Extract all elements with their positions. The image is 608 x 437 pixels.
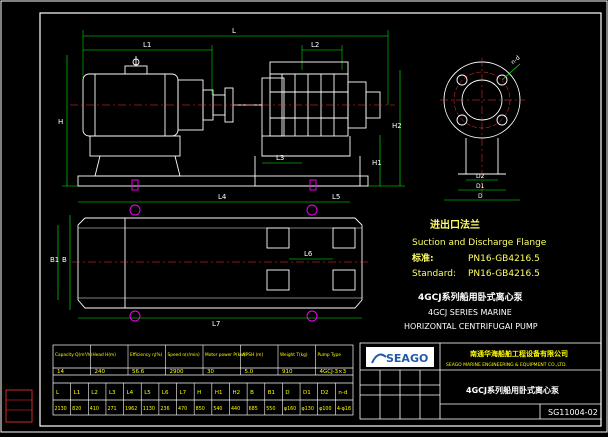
dim-value-cell: 410 bbox=[90, 406, 99, 412]
dim-label-B1: B1 bbox=[50, 256, 59, 264]
flange-note-std-cn-label: 标准: bbox=[411, 252, 434, 264]
dim-value-cell: 550 bbox=[266, 406, 275, 412]
dim-header-cell: L bbox=[56, 390, 60, 396]
dim-value-cell: 685 bbox=[249, 406, 258, 412]
dim-label-L2: L2 bbox=[311, 41, 319, 49]
dim-header-cell: D1 bbox=[303, 390, 311, 396]
dim-header-cell: D bbox=[285, 390, 289, 396]
dim-label-D2: D2 bbox=[476, 173, 485, 180]
dim-header-cell: n-d bbox=[338, 390, 347, 396]
spec-value-cell: 56.6 bbox=[132, 369, 145, 375]
spec-value-cell: 240 bbox=[95, 369, 106, 375]
dim-label-H: H bbox=[58, 118, 63, 126]
dim-label-H2: H2 bbox=[392, 122, 402, 130]
spec-header-cell: Head H(m) bbox=[93, 352, 117, 358]
dim-value-cell: 2130 bbox=[55, 406, 67, 412]
flange-note-title-cn: 进出口法兰 bbox=[430, 218, 480, 231]
dim-header-cell: D2 bbox=[321, 390, 329, 396]
pump-title-en2: HORIZONTAL CENTRIFUGAI PUMP bbox=[404, 322, 538, 331]
flange-note-std-en-label: Standard: bbox=[412, 269, 456, 279]
spec-header-cell: Weight T(kg) bbox=[280, 352, 308, 358]
flange-note-std-cn-value: PN16-GB4216.5 bbox=[468, 254, 540, 264]
dim-header-cell: H bbox=[197, 390, 201, 396]
dim-header-cell: H2 bbox=[232, 390, 240, 396]
dim-label-L: L bbox=[232, 27, 236, 35]
dim-label-L4: L4 bbox=[218, 193, 227, 201]
inner-frame bbox=[39, 12, 602, 427]
spec-header-cell: Speed n(r/min) bbox=[168, 352, 201, 358]
flange-view bbox=[440, 58, 525, 201]
flange-note-title-en: Suction and Discharge Flange bbox=[412, 238, 547, 248]
dim-value-cell: φ130 bbox=[302, 406, 314, 412]
dim-label-L7: L7 bbox=[212, 320, 220, 328]
dim-value-cell: 470 bbox=[178, 406, 187, 412]
dim-value-cell: 820 bbox=[72, 406, 81, 412]
dim-value-cell: φ160 bbox=[284, 406, 296, 412]
dim-value-cell: 540 bbox=[213, 406, 222, 412]
dim-value-cell: 440 bbox=[231, 406, 240, 412]
company-name-en: SEAGO MARINE ENGINEERING & EQUIPMENT CO.… bbox=[446, 362, 567, 368]
dim-header-cell: L3 bbox=[109, 390, 116, 396]
dim-header-cell: L2 bbox=[91, 390, 98, 396]
drawing-title: 4GCJ系列船用卧式离心泵 bbox=[466, 385, 559, 395]
dim-label-D1: D1 bbox=[476, 183, 485, 190]
dim-label-H1: H1 bbox=[372, 159, 382, 167]
dim-value-cell: 1962 bbox=[125, 406, 137, 412]
company-logo: SEAGO bbox=[366, 347, 434, 367]
dim-header-cell: L4 bbox=[127, 390, 134, 396]
plan-view bbox=[57, 201, 368, 322]
spec-header-cell: Pump Type bbox=[318, 352, 342, 358]
spec-header-cell: Motor power P(kw) bbox=[205, 352, 246, 358]
flange-note-std-en-value: PN16-GB4216.5 bbox=[468, 269, 540, 279]
dim-label-L5: L5 bbox=[332, 193, 340, 201]
dim-label-nd: n-d bbox=[510, 54, 522, 66]
pump-title-en1: 4GCJ SERIES MARINE bbox=[428, 308, 512, 317]
dim-value-cell: 1130 bbox=[143, 406, 155, 412]
spec-header-cell: Efficiency η(%) bbox=[130, 352, 163, 358]
dim-value-cell: φ100 bbox=[319, 406, 331, 412]
spec-header-cell: Capacity Q(m³/h) bbox=[55, 352, 92, 358]
dim-value-cell: 4-φ18 bbox=[337, 406, 351, 412]
dim-label-L1: L1 bbox=[143, 41, 151, 49]
dim-header-cell: L7 bbox=[180, 390, 187, 396]
spec-value-cell: 30 bbox=[207, 369, 214, 375]
title-block bbox=[359, 342, 602, 420]
dim-header-cell: B bbox=[250, 390, 254, 396]
spec-value-cell: 910 bbox=[282, 369, 293, 375]
company-name-cn: 南通华海船舶工程设备有限公司 bbox=[470, 349, 568, 358]
dim-value-cell: 850 bbox=[196, 406, 205, 412]
dim-header-cell: L5 bbox=[144, 390, 151, 396]
dim-label-L3: L3 bbox=[276, 154, 284, 162]
spec-header-cell: NPSH (m) bbox=[243, 352, 264, 358]
margin-stamp bbox=[5, 389, 33, 423]
drawing-number: SG11004-02 bbox=[548, 408, 598, 417]
spec-value-cell: 4GCJ-3×3 bbox=[320, 369, 347, 375]
dim-label-L6: L6 bbox=[304, 250, 313, 258]
dim-label-D: D bbox=[478, 193, 483, 200]
dim-header-cell: B1 bbox=[268, 390, 275, 396]
logo-text: SEAGO bbox=[386, 352, 428, 365]
side-view bbox=[62, 30, 405, 191]
dim-value-cell: 271 bbox=[107, 406, 116, 412]
dim-value-cell: 236 bbox=[160, 406, 169, 412]
pump-title-cn: 4GCJ系列船用卧式离心泵 bbox=[418, 291, 524, 303]
dim-label-B: B bbox=[62, 256, 67, 264]
dim-header-cell: L6 bbox=[162, 390, 169, 396]
dim-header-cell: H1 bbox=[215, 390, 223, 396]
spec-value-cell: 2900 bbox=[170, 369, 184, 375]
spec-value-cell: 5.0 bbox=[245, 369, 254, 375]
dim-header-cell: L1 bbox=[74, 390, 81, 396]
spec-value-cell: 14 bbox=[57, 369, 64, 375]
